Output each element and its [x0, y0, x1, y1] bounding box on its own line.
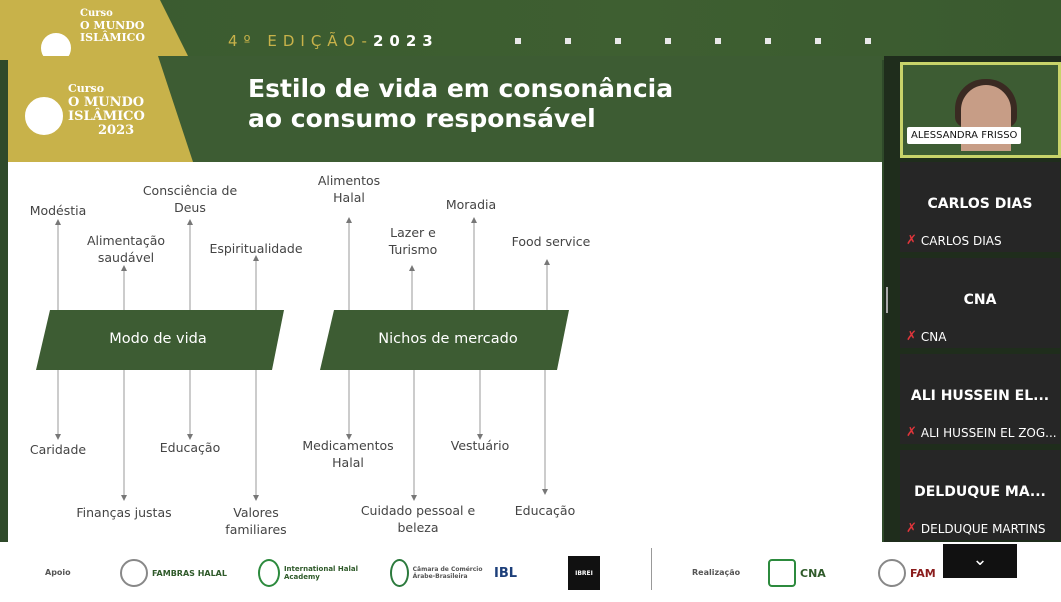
- slide-title: Estilo de vida em consonância ao consumo…: [248, 74, 674, 133]
- label-educacao-right: Educação: [514, 503, 576, 518]
- label-alimentos-halal: Alimentos Halal: [317, 173, 381, 205]
- label-alimentacao-saudavel: Alimentação saudável: [86, 233, 166, 265]
- box-label-nichos-de-mercado: Nichos de mercado: [378, 331, 518, 347]
- fambras-logo-icon: [120, 559, 148, 587]
- diagram-arrows: [36, 217, 569, 501]
- label-moradia: Moradia: [445, 197, 497, 212]
- participant-name-chip: ALESSANDRA FRISSO: [907, 127, 1022, 144]
- label-vestuario: Vestuário: [450, 438, 510, 453]
- sponsor-cna: CNA: [768, 556, 826, 590]
- slide-footer: Apoio FAMBRAS HALAL International Halal …: [0, 542, 1061, 602]
- sponsor-fam: FAM: [878, 556, 936, 590]
- realizacao-label: Realização: [692, 568, 741, 577]
- sponsor-fambras: FAMBRAS HALAL: [120, 556, 227, 590]
- label-educacao-left: Educação: [159, 440, 221, 455]
- decorative-dots: [515, 38, 871, 44]
- participant-name-large: CNA: [963, 292, 997, 308]
- chevron-down-icon[interactable]: ⌄: [943, 544, 1017, 578]
- sponsor-camara: Câmara de Comércio Árabe-Brasileira: [390, 556, 490, 590]
- label-modestia: Modéstia: [29, 203, 87, 218]
- label-caridade: Caridade: [29, 442, 87, 457]
- globe-icon: [22, 94, 66, 138]
- cna-logo-icon: [768, 559, 796, 587]
- top-banner: Curso O MUNDO ISLÂMICO 4º EDIÇÃO-2023: [0, 0, 1061, 66]
- participant-name-large: CARLOS DIAS: [927, 196, 1033, 212]
- participant-name: ALI HUSSEIN EL ZOG...: [920, 425, 1056, 440]
- edition-label: 4º EDIÇÃO-2023: [228, 32, 439, 50]
- participant-tile[interactable]: CARLOS DIAS ✗CARLOS DIAS: [900, 162, 1060, 252]
- slide-logo-text: Curso O MUNDO ISLÂMICO 2023: [68, 82, 145, 138]
- participant-tile[interactable]: ALI HUSSEIN EL... ✗ALI HUSSEIN EL ZOG...: [900, 354, 1060, 444]
- camara-logo-icon: [390, 559, 409, 587]
- mic-muted-icon: ✗: [906, 233, 917, 248]
- label-valores-familiares: Valores familiares: [225, 505, 287, 537]
- box-modo-de-vida: [36, 310, 284, 370]
- label-cuidado-pessoal: Cuidado pessoal e beleza: [360, 503, 476, 535]
- participant-tile-active[interactable]: ALESSANDRA FRISSO: [900, 62, 1061, 158]
- halal-academy-logo-icon: [258, 559, 280, 587]
- sponsor-ibrei: IBREI: [568, 556, 600, 590]
- sponsor-ibl: IBL: [494, 565, 518, 581]
- label-espiritualidade: Espiritualidade: [209, 241, 303, 256]
- label-financas-justas: Finanças justas: [76, 505, 172, 520]
- slide-header: Curso O MUNDO ISLÂMICO 2023 Estilo de vi…: [8, 56, 882, 162]
- participant-name-large: ALI HUSSEIN EL...: [910, 388, 1050, 404]
- banner-logo-text: Curso O MUNDO ISLÂMICO: [80, 8, 146, 44]
- presentation-slide: Curso O MUNDO ISLÂMICO 2023 Estilo de vi…: [8, 56, 882, 542]
- participant-name: CARLOS DIAS: [920, 233, 1002, 248]
- apoio-label: Apoio: [45, 568, 71, 577]
- banner-logo: [0, 0, 190, 60]
- label-consciencia-de-deus: Consciência de Deus: [142, 183, 238, 215]
- mic-muted-icon: ✗: [906, 329, 917, 344]
- sponsor-halal-academy: International Halal Academy: [258, 556, 368, 590]
- participant-tile[interactable]: CNA ✗CNA: [900, 258, 1060, 348]
- concept-diagram: Modo de vida Nichos de mercado Modéstia …: [8, 162, 882, 542]
- label-medicamentos-halal: Medicamentos Halal: [302, 438, 394, 470]
- label-food-service: Food service: [511, 234, 591, 249]
- participant-tile[interactable]: DELDUQUE MA... ✗DELDUQUE MARTINS: [900, 450, 1060, 540]
- resize-handle[interactable]: [886, 287, 888, 313]
- participant-name-large: DELDUQUE MA...: [914, 484, 1046, 500]
- box-nichos-de-mercado: [320, 310, 569, 370]
- mic-muted-icon: ✗: [906, 425, 917, 440]
- footer-divider: [651, 548, 652, 590]
- label-lazer-e-turismo: Lazer e Turismo: [388, 225, 438, 257]
- participant-name: CNA: [920, 329, 947, 344]
- participant-name: DELDUQUE MARTINS: [920, 521, 1046, 536]
- fam-logo-icon: [878, 559, 906, 587]
- mic-muted-icon: ✗: [906, 521, 917, 536]
- box-label-modo-de-vida: Modo de vida: [109, 331, 207, 347]
